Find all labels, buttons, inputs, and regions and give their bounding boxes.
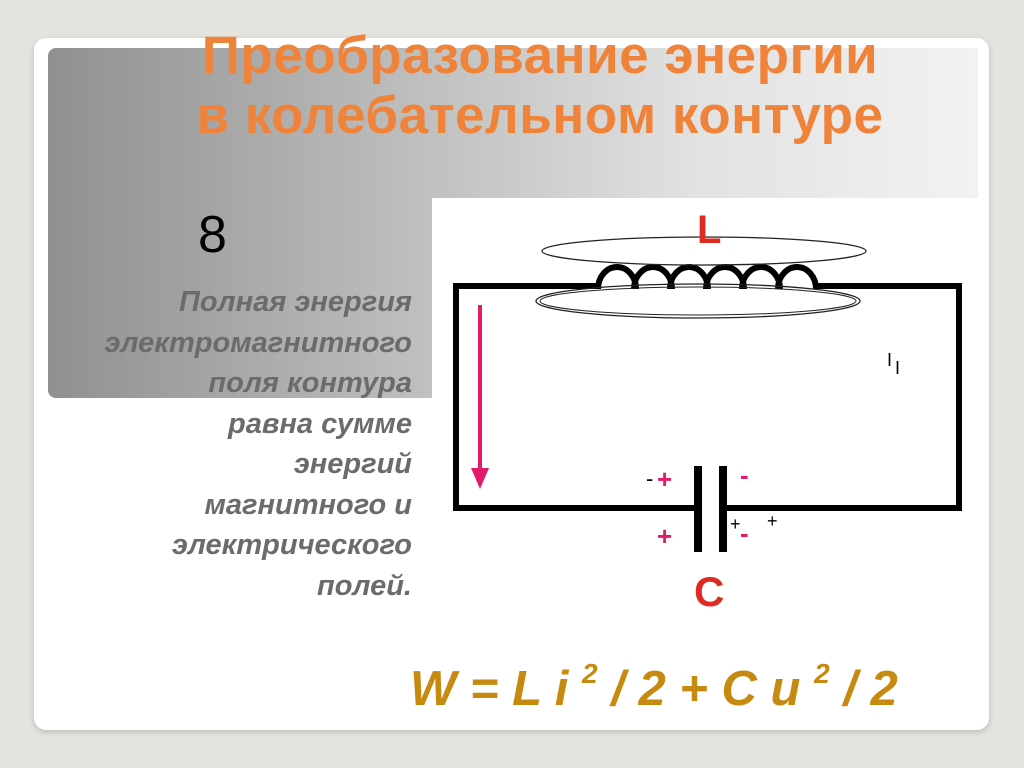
title-line-1: Преобразование энергии [201, 26, 879, 85]
title-line-2: в колебательном контуре [196, 86, 884, 145]
sign-minus-left: - [646, 466, 653, 491]
body-line: полей. [317, 569, 412, 602]
capacitor-label: C [694, 568, 724, 615]
slide-title: Преобразование энергии в колебательном к… [90, 26, 990, 146]
sign-minus-right-top: - [740, 460, 749, 490]
formula-exp1: 2 [582, 658, 598, 689]
slide-number: 8 [198, 206, 227, 264]
formula-mid: / 2 + C u [611, 662, 801, 716]
circuit-diagram-area [432, 198, 978, 618]
body-line: электромагнитного [104, 326, 412, 359]
current-label: I [887, 350, 892, 370]
formula-lhs: W [410, 662, 457, 716]
current-label-sub: I [895, 358, 900, 378]
body-line: поля контура [208, 367, 412, 399]
body-line: Полная энергия [178, 286, 412, 318]
sign-plus-small-2: + [767, 511, 778, 531]
circuit-wire [453, 283, 962, 511]
sign-plus-small-1: + [730, 514, 741, 534]
body-text: Полная энергия электромагнитного поля ко… [28, 282, 412, 606]
body-line: электрического [171, 529, 412, 561]
inductor-coil [595, 264, 819, 290]
field-line-bottom-inner [539, 286, 857, 316]
body-line: энергий [293, 448, 412, 480]
sign-plus-left-top: + [657, 464, 672, 494]
capacitor-plate-left [694, 466, 702, 552]
formula-exp2: 2 [814, 658, 830, 689]
capacitor-plate-right [719, 466, 727, 552]
body-line: магнитного и [204, 488, 412, 521]
sign-plus-left-bottom: + [657, 521, 672, 551]
field-line-top [541, 236, 867, 266]
energy-formula: W = L i 2 / 2 + C u 2 / 2 [410, 644, 898, 719]
formula-end: / 2 [843, 662, 898, 716]
body-line: равна сумме [228, 407, 412, 440]
inductor-label: L [697, 208, 721, 252]
field-line-bottom [535, 283, 861, 319]
formula-eq: = L i [469, 662, 569, 716]
sign-minus-right-bottom: - [740, 518, 749, 548]
current-arrow-head [471, 468, 489, 489]
